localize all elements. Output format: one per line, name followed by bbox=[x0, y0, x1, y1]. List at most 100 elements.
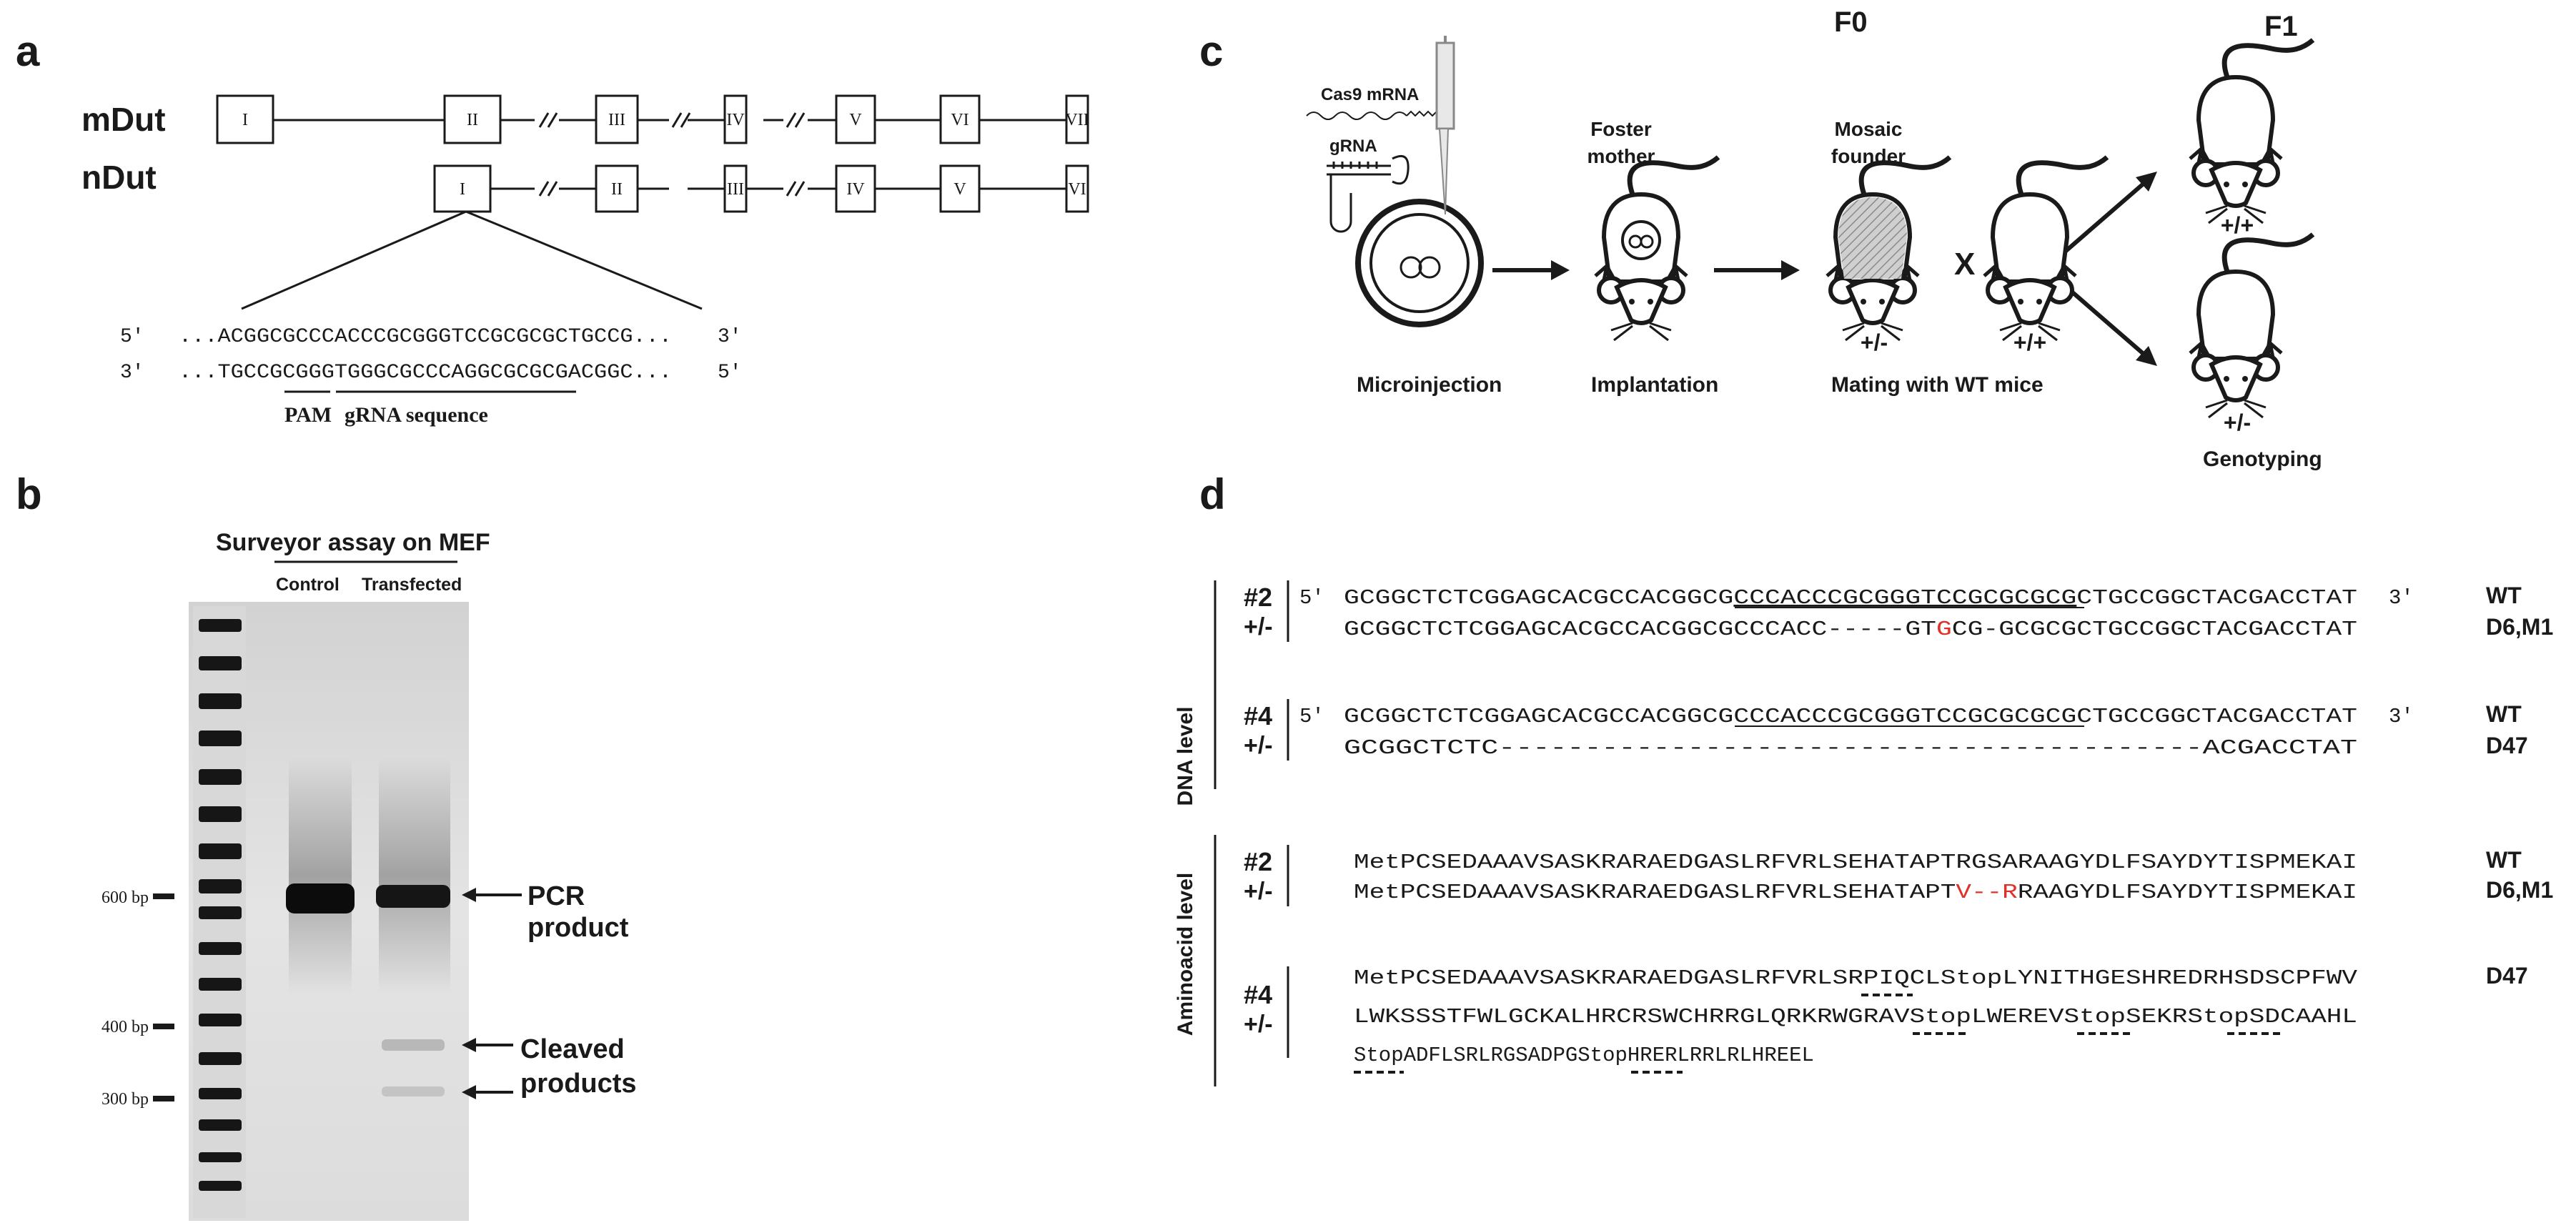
ladder-600: 600 bp bbox=[101, 888, 149, 907]
dna4-3prime: 3' bbox=[2389, 705, 2414, 728]
mdut-exon-labels: I II III IV V VI VII bbox=[242, 111, 1089, 129]
step-microinjection: Microinjection bbox=[1357, 373, 1502, 397]
mosaic-founder-mouse bbox=[1827, 157, 1950, 340]
aa4-line2-d: SDCAAHL bbox=[2249, 1005, 2357, 1029]
mosaic-label-1: Mosaic bbox=[1835, 118, 1903, 140]
gel-image bbox=[189, 602, 469, 1221]
f1-wt-genotype: +/+ bbox=[2221, 212, 2254, 238]
aa-level-label: Aminoacid level bbox=[1174, 873, 1197, 1036]
pcr-label-1: PCR bbox=[527, 881, 585, 911]
aa4-line1-b: LYNITHGESHREDRHSDSCPFWV bbox=[2002, 966, 2358, 990]
f1-wt-mouse bbox=[2190, 40, 2313, 223]
grna-structure-icon bbox=[1327, 155, 1410, 233]
foster-label-1: Foster bbox=[1590, 118, 1652, 140]
dna4-wt-post: CTGCCGGCTACGACCTAT bbox=[2076, 705, 2357, 728]
aa4-line-3: StopADFLSRLRGSADPGStopHRERLRRLRLHREEL bbox=[1354, 1044, 1814, 1067]
dna4-wt-pre: GCGGCTCTCGGAGCACGCCACGGCG bbox=[1344, 705, 1733, 728]
dna2-wt-target: CCCACCCGCGGGTCCGCGCGCG bbox=[1733, 586, 2076, 610]
panel-a-label: a bbox=[16, 27, 40, 75]
founder-genotype: +/- bbox=[1861, 330, 1888, 355]
aa4-stop-3: Stop bbox=[2064, 1005, 2126, 1029]
aa4-line1-a: MetPCSEDAAAVSASKRARAEDGASLRFVRLSRPIQCL bbox=[1354, 966, 1941, 990]
ndut-exon-2: II bbox=[611, 180, 623, 199]
mdut-exon-3: III bbox=[608, 111, 625, 129]
aa4-stop-1: Stop bbox=[1941, 966, 2002, 990]
id-4-aa: #4 bbox=[1244, 980, 1272, 1009]
step-genotyping: Genotyping bbox=[2203, 447, 2322, 471]
cleaved-band-upper bbox=[382, 1039, 445, 1051]
pcr-label-2: product bbox=[527, 913, 629, 943]
aa4-stop-4: Stop bbox=[2187, 1005, 2249, 1029]
mdut-exon-1: I bbox=[242, 111, 248, 129]
id-2-dna: #2 bbox=[1244, 583, 1272, 612]
aa4-line2-c: SEKR bbox=[2126, 1005, 2187, 1029]
dna-level-label: DNA level bbox=[1174, 707, 1197, 806]
seq-top-5prime: 5' bbox=[120, 326, 144, 348]
lane-control-label: Control bbox=[276, 575, 340, 595]
dna2-mut-insertion: G bbox=[1936, 618, 1952, 641]
dna2-mut-b: CG-GCGCGCTGCCGGCTACGACCTAT bbox=[1952, 618, 2357, 641]
ladder-300: 300 bp bbox=[101, 1090, 149, 1109]
cross-symbol: X bbox=[1954, 247, 1975, 282]
stop-codon-dashes bbox=[1354, 994, 2280, 1074]
tag-wt-dna2: WT bbox=[2486, 583, 2522, 608]
f1-label: F1 bbox=[2264, 11, 2298, 42]
aa4-line2-a: LWKSSSTFWLGCKALHRCRSWCHRRGLQRKRWGRAV bbox=[1354, 1005, 1910, 1029]
ndut-label: nDut bbox=[81, 159, 157, 196]
mdut-exon-2: II bbox=[467, 111, 478, 129]
aa4-stop-5: Stop bbox=[1354, 1044, 1404, 1067]
mdut-gene-model bbox=[216, 94, 1089, 144]
cleaved-band-lower bbox=[382, 1086, 445, 1096]
tag-d6m1-dna2: D6,M1 bbox=[2486, 614, 2553, 640]
mdut-exon-6: VI bbox=[951, 111, 969, 129]
panel-c-label: c bbox=[1199, 27, 1223, 75]
ndut-exon-1: I bbox=[460, 180, 465, 199]
aa2-wt-seq: MetPCSEDAAAVSASKRARAEDGASLRFVRLSEHATAPTR… bbox=[1354, 851, 2357, 874]
aa2-mut-b: RAAGYDLFSAYDYTISPMEKAI bbox=[2018, 881, 2357, 904]
seq-top: ...ACGGCGCCCACCCGCGGGTCCGCGCGCTGCCG... bbox=[179, 326, 672, 348]
ndut-exon-5: V bbox=[953, 180, 966, 199]
f0-label: F0 bbox=[1834, 6, 1868, 38]
dna2-wt-post: CTGCCGGCTACGACCTAT bbox=[2076, 586, 2357, 610]
seq-bottom-3prime: 3' bbox=[120, 362, 144, 384]
dna2-3prime: 3' bbox=[2389, 586, 2414, 610]
mrna-wave-icon bbox=[1306, 112, 1407, 120]
cas9-label: Cas9 mRNA bbox=[1321, 85, 1419, 104]
id-4-dna: #4 bbox=[1244, 701, 1272, 731]
step-implantation: Implantation bbox=[1591, 373, 1718, 397]
seq-bottom: ...TGCCGCGGGTGGGCGCCCAGGCGCGCGACGGC... bbox=[179, 362, 672, 384]
dna2-wt-pre: GCGGCTCTCGGAGCACGCCACGGCG bbox=[1344, 586, 1733, 610]
target-sequence: 5' ...ACGGCGCCCACCCGCGGGTCCGCGCGCTGCCG..… bbox=[120, 326, 742, 384]
aa4-stop-2: Stop bbox=[1910, 1005, 1971, 1029]
cleaved-label-1: Cleaved bbox=[520, 1034, 625, 1064]
het-4-dna: +/- bbox=[1244, 732, 1273, 759]
arrows-c bbox=[1492, 172, 2157, 366]
panel-b-label: b bbox=[16, 470, 42, 518]
foster-mother-mouse bbox=[1595, 157, 1718, 340]
f1-het-genotype: +/- bbox=[2224, 410, 2251, 435]
mdut-exon-5: V bbox=[849, 111, 862, 129]
ndut-exon-6: VI bbox=[1068, 180, 1086, 199]
aa4-line3-b: HRERLRRLRLHREEL bbox=[1628, 1044, 1814, 1067]
gel-arrows bbox=[462, 888, 522, 1099]
het-2-dna: +/- bbox=[1244, 613, 1273, 640]
dna4-mut-seq: GCGGCTCTC-------------------------------… bbox=[1344, 736, 2357, 760]
f1-het-mouse bbox=[2190, 234, 2313, 417]
dna2-mut-a: GCGGCTCTCGGAGCACGCCACGGCGCCCACC-----GT bbox=[1344, 618, 1936, 641]
ladder-ticks bbox=[153, 893, 174, 1101]
aa4-line3-a: ADFLSRLRGSADPG bbox=[1404, 1044, 1578, 1067]
control-pcr-band bbox=[286, 883, 355, 913]
dna4-wt-target: CCCACCCGCGGGTCCGCGCGCG bbox=[1733, 705, 2076, 728]
dna2-5prime: 5' bbox=[1299, 586, 1324, 610]
aa4-line2-b: LWEREV bbox=[1971, 1005, 2064, 1029]
aa4-stop-6: Stop bbox=[1577, 1044, 1628, 1067]
mdut-label: mDut bbox=[81, 101, 166, 138]
tag-wt-aa2: WT bbox=[2486, 847, 2522, 873]
aa2-mut-a: MetPCSEDAAAVSASKRARAEDGASLRFVRLSEHATAPT bbox=[1354, 881, 1956, 904]
pam-label: PAM bbox=[284, 403, 332, 427]
